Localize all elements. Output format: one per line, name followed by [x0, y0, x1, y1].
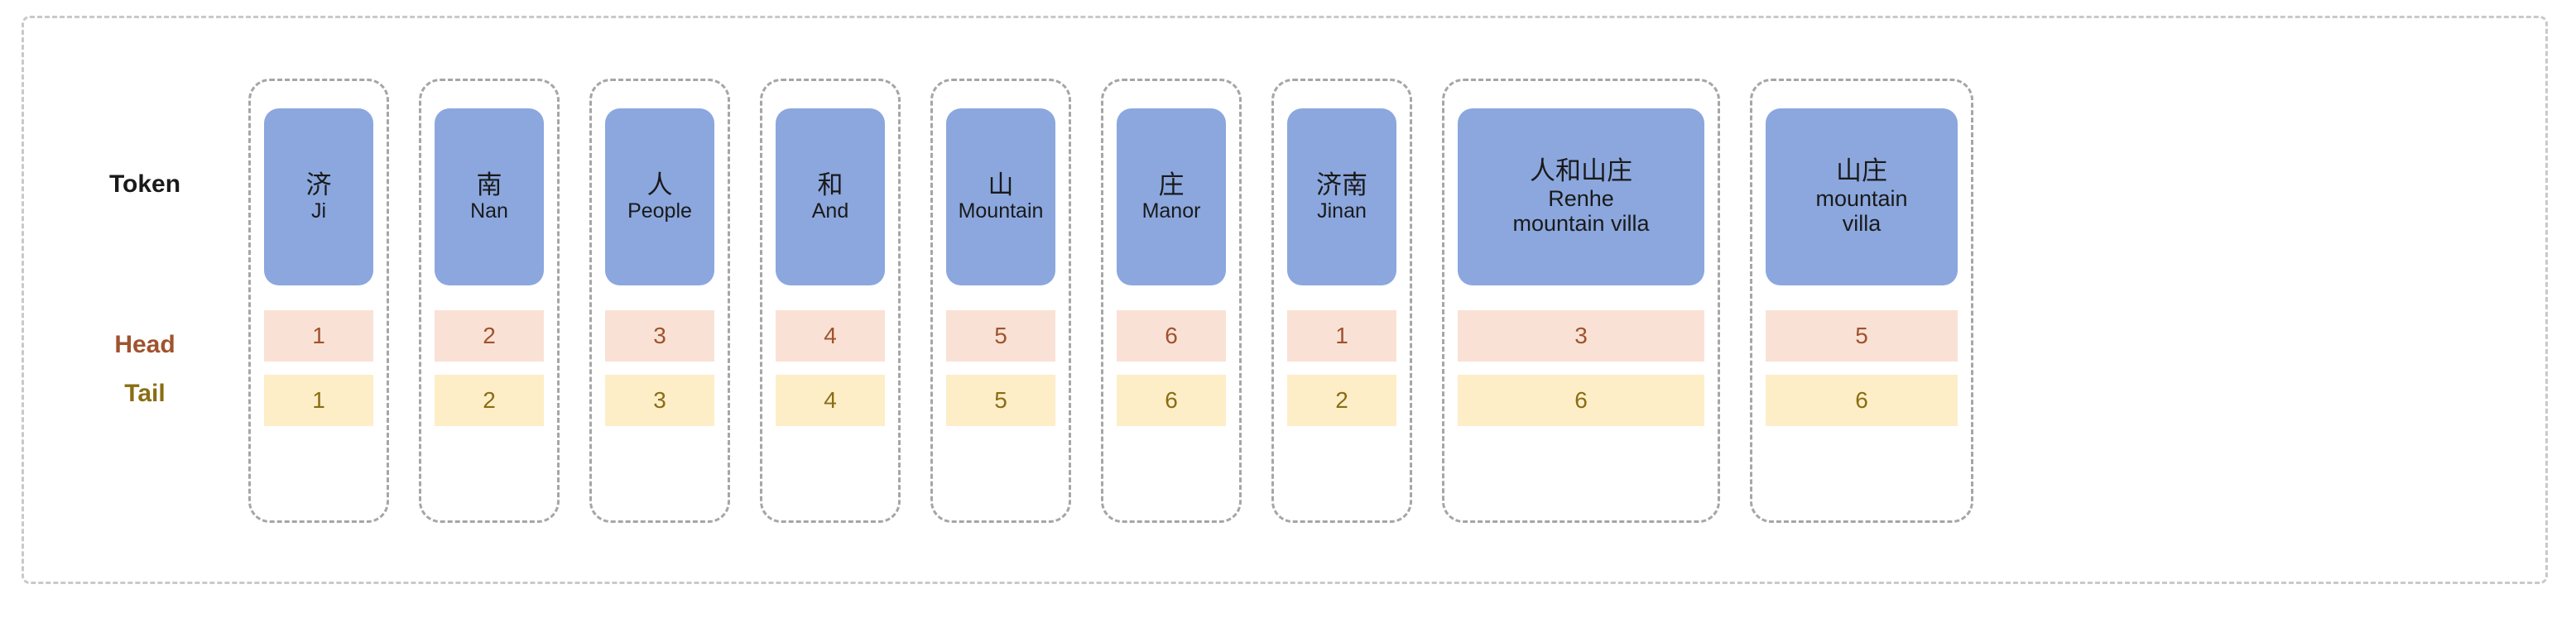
tail-value-box[interactable]: 6: [1117, 375, 1226, 426]
outer-dashed-frame: [22, 16, 2548, 584]
row-label-head: Head: [114, 331, 175, 358]
token-chinese-text: 济南: [1316, 170, 1367, 199]
head-value-box[interactable]: 4: [776, 310, 885, 362]
head-value-box[interactable]: 5: [946, 310, 1055, 362]
spacer: [1117, 362, 1226, 375]
token-english-text: Renhe: [1548, 186, 1614, 212]
token-chinese-text: 人: [646, 170, 673, 199]
spacer: [946, 362, 1055, 375]
spacer: [435, 362, 544, 375]
spacer: [605, 362, 714, 375]
spacer: [264, 362, 373, 375]
token-chinese-text: 济: [305, 170, 332, 199]
head-value-box[interactable]: 3: [1458, 310, 1704, 362]
row-label-column: Token Head Tail: [50, 79, 240, 523]
tail-value-box[interactable]: 4: [776, 375, 885, 426]
head-value-box[interactable]: 2: [435, 310, 544, 362]
token-chinese-text: 山: [988, 170, 1014, 199]
token-english-text: Ji: [310, 199, 327, 223]
token-english-text: Nan: [470, 199, 508, 223]
spacer: [435, 285, 544, 310]
spacer: [1287, 362, 1396, 375]
spacer: [605, 285, 714, 310]
token-chinese-text: 庄: [1158, 170, 1185, 199]
spacer: [776, 362, 885, 375]
spacer: [1766, 362, 1958, 375]
token-chinese-text: 和: [817, 170, 843, 199]
tail-value-box[interactable]: 3: [605, 375, 714, 426]
token-english-text-line2: villa: [1842, 211, 1882, 237]
token-chinese-text: 南: [476, 170, 502, 199]
tail-value-box[interactable]: 5: [946, 375, 1055, 426]
head-value-box[interactable]: 6: [1117, 310, 1226, 362]
row-label-tail: Tail: [124, 380, 166, 407]
token-english-text: Manor: [1141, 199, 1201, 223]
head-value-box[interactable]: 1: [1287, 310, 1396, 362]
spacer: [1287, 285, 1396, 310]
token-chinese-text: 人和山庄: [1530, 156, 1632, 186]
token-english-text: And: [811, 199, 849, 223]
spacer: [1458, 285, 1704, 310]
tail-value-box[interactable]: 2: [435, 375, 544, 426]
token-english-text: Mountain: [958, 199, 1044, 223]
token-english-text: People: [627, 199, 692, 223]
token-english-text: Jinan: [1317, 199, 1367, 223]
spacer: [264, 285, 373, 310]
tail-value-box[interactable]: 6: [1458, 375, 1704, 426]
spacer: [1766, 285, 1958, 310]
head-value-box[interactable]: 3: [605, 310, 714, 362]
token-chinese-text: 山庄: [1836, 156, 1887, 186]
token-english-text-line2: mountain villa: [1512, 211, 1650, 237]
spacer: [946, 285, 1055, 310]
tail-value-box[interactable]: 2: [1287, 375, 1396, 426]
spacer: [1117, 285, 1226, 310]
spacer: [776, 285, 885, 310]
token-english-text: mountain: [1815, 186, 1908, 212]
spacer: [1458, 362, 1704, 375]
head-value-box[interactable]: 5: [1766, 310, 1958, 362]
row-label-token: Token: [108, 170, 181, 198]
tail-value-box[interactable]: 1: [264, 375, 373, 426]
tail-value-box[interactable]: 6: [1766, 375, 1958, 426]
head-value-box[interactable]: 1: [264, 310, 373, 362]
